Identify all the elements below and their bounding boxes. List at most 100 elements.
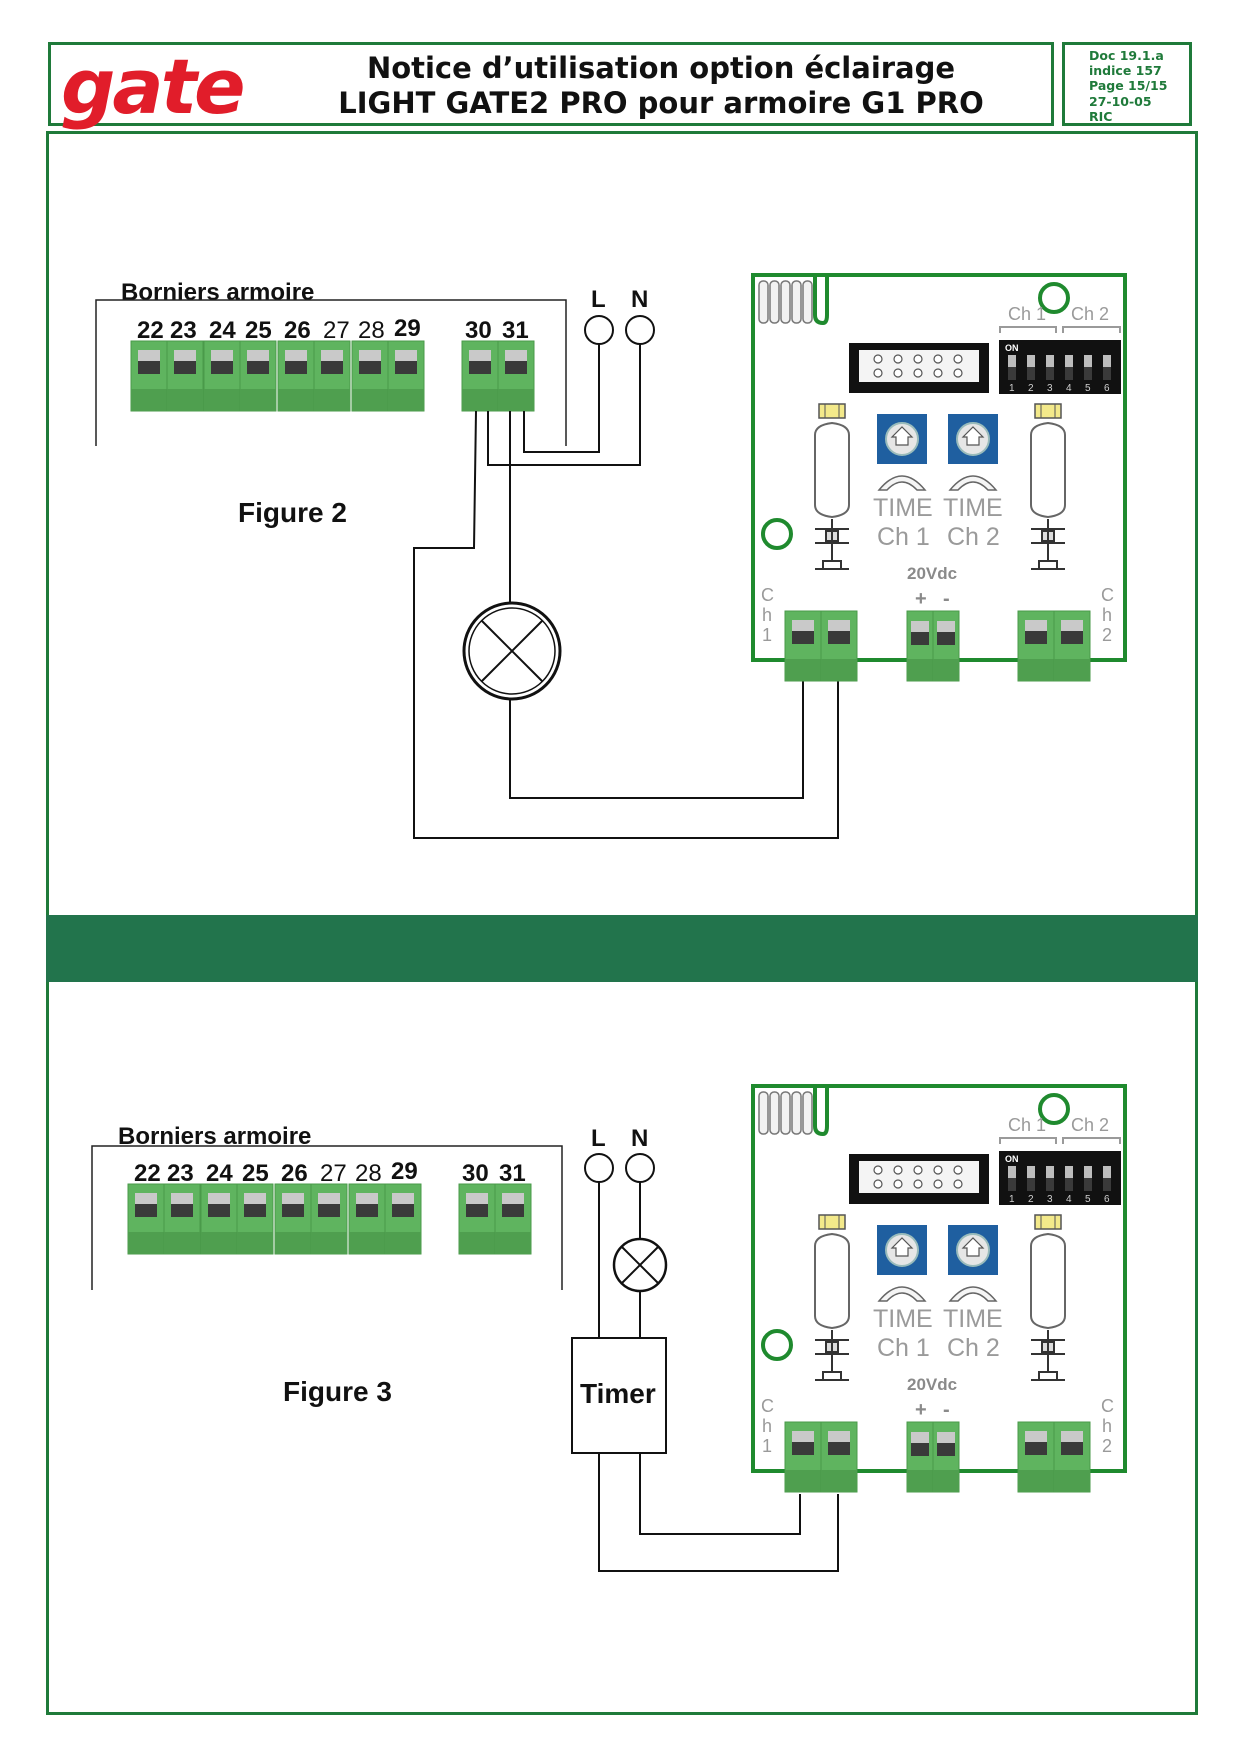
time-label-ch1: TIME [873,494,933,522]
ch2-letter-c: C [1101,585,1114,605]
figure-3: Borniers armoire 22 23 24 25 26 27 28 29… [91,1084,1127,1572]
page-title: Notice d’utilisation option éclairage LI… [271,51,1051,121]
doc-date: 27-10-05 [1089,93,1152,109]
dip-number: 3 [1047,383,1053,394]
ch1-letter-h: h [762,1416,772,1436]
doc-meta: Doc 19.1.a indice 157 Page 15/15 27-10-0… [1089,48,1167,124]
dip-number: 2 [1028,1194,1034,1205]
ch2-letter-c: C [1101,1396,1114,1416]
ch2-output-terminal [1017,1421,1091,1493]
dip-number: 5 [1085,383,1091,394]
phase-connector-icon [584,1153,614,1183]
wiring-fig3 [598,1182,839,1572]
figure-2-caption: Figure 2 [238,497,347,528]
neutral-label-fig3: N [631,1125,648,1152]
dip-on-label: ON [1005,343,1019,353]
terminal-number: 23 [170,317,197,344]
ch1-output-terminal [784,610,858,682]
minus-label: - [943,588,950,610]
borniers-label-fig2: Borniers armoire [121,279,314,306]
figure-2: Borniers armoire 22 23 24 25 26 27 28 29… [95,273,1127,839]
terminal-number: 26 [281,1160,308,1187]
pot-ch2-label: Ch 2 [947,523,1000,551]
ch1-letter-c: C [761,1396,774,1416]
terminal-number: 24 [209,317,236,344]
time-label-ch2: TIME [943,494,1003,522]
dip-number: 5 [1085,1194,1091,1205]
timer-box: Timer [571,1337,667,1454]
dip-ch2-label: Ch 2 [1071,1115,1109,1135]
dip-number: 4 [1066,383,1072,394]
section-separator [46,915,1198,982]
terminal-number: 26 [284,317,311,344]
doc-meta-box: Doc 19.1.a indice 157 Page 15/15 27-10-0… [1062,42,1192,126]
terminal-number: 23 [167,1160,194,1187]
borniers-bracket-fig2 [95,299,567,446]
title-line-2: LIGHT GATE2 PRO pour armoire G1 PRO [338,86,984,120]
terminal-number: 22 [137,317,164,344]
dip-number: 2 [1028,383,1034,394]
dip-on-label: ON [1005,1154,1019,1164]
neutral-connector-icon [625,1153,655,1183]
terminal-number: 28 [358,317,385,344]
terminal-number: 25 [242,1160,269,1187]
terminal-number: 30 [465,317,492,344]
timer-label: Timer [580,1378,656,1409]
plus-label: + [915,1399,927,1421]
ch2-letter-h: h [1102,605,1112,625]
wiring-fig2 [413,344,839,839]
terminal-numbers-fig3: 22 23 24 25 26 27 28 29 30 31 [134,1158,526,1187]
header-box: gate Notice d’utilisation option éclaira… [48,42,1054,131]
supply-terminal [906,1421,960,1493]
borniers-bracket-fig3 [91,1145,563,1290]
ch1-output-terminal [784,1421,858,1493]
terminal-number: 27 [323,317,350,344]
terminal-number: 27 [320,1160,347,1187]
lamp-icon-fig3 [612,1237,668,1293]
ch2-number: 2 [1102,625,1112,645]
plus-label: + [915,588,927,610]
neutral-connector-icon [625,315,655,345]
dip-number: 6 [1104,383,1110,394]
light-gate-module-fig3: Ch 1 Ch 2 ON 1 2 3 4 5 6 TIME TIME Ch 1 … [751,1084,1127,1493]
ch2-letter-h: h [1102,1416,1112,1436]
terminal-number: 30 [462,1160,489,1187]
terminal-block-30-31-fig2 [461,340,535,412]
title-line-1: Notice d’utilisation option éclairage [366,51,956,85]
phase-connector-icon [584,315,614,345]
supply-label: 20Vdc [907,1375,957,1394]
pot-ch2-label: Ch 2 [947,1334,1000,1362]
dip-ch2-label: Ch 2 [1071,304,1109,324]
terminal-block-22-29-fig2 [130,340,425,412]
ch1-number: 1 [762,1436,772,1456]
figure-3-caption: Figure 3 [283,1376,392,1407]
dip-ch1-label: Ch 1 [1008,304,1046,324]
dip-number: 3 [1047,1194,1053,1205]
neutral-label-fig2: N [631,286,648,313]
gate-logo: gate [61,42,246,131]
dip-ch1-label: Ch 1 [1008,1115,1046,1135]
pot-ch1-label: Ch 1 [877,1334,930,1362]
minus-label: - [943,1399,950,1421]
time-label-ch1: TIME [873,1305,933,1333]
light-gate-module-fig2: Ch 1 Ch 2 ON 1 2 3 4 5 6 TIME TIME Ch 1 … [751,273,1127,682]
ch1-letter-c: C [761,585,774,605]
pot-ch1-label: Ch 1 [877,523,930,551]
supply-label: 20Vdc [907,564,957,583]
ch2-number: 2 [1102,1436,1112,1456]
terminal-number: 31 [502,317,529,344]
terminal-number: 28 [355,1160,382,1187]
terminal-number: 29 [391,1158,418,1185]
dip-number: 4 [1066,1194,1072,1205]
ch1-letter-h: h [762,605,772,625]
terminal-number: 22 [134,1160,161,1187]
ch2-output-terminal [1017,610,1091,682]
terminal-block-22-29-fig3 [127,1183,422,1255]
terminal-number: 31 [499,1160,526,1187]
doc-indice: indice 157 [1089,63,1162,79]
supply-terminal [906,610,960,682]
doc-author: RIC [1089,108,1113,124]
dip-number: 6 [1104,1194,1110,1205]
time-label-ch2: TIME [943,1305,1003,1333]
